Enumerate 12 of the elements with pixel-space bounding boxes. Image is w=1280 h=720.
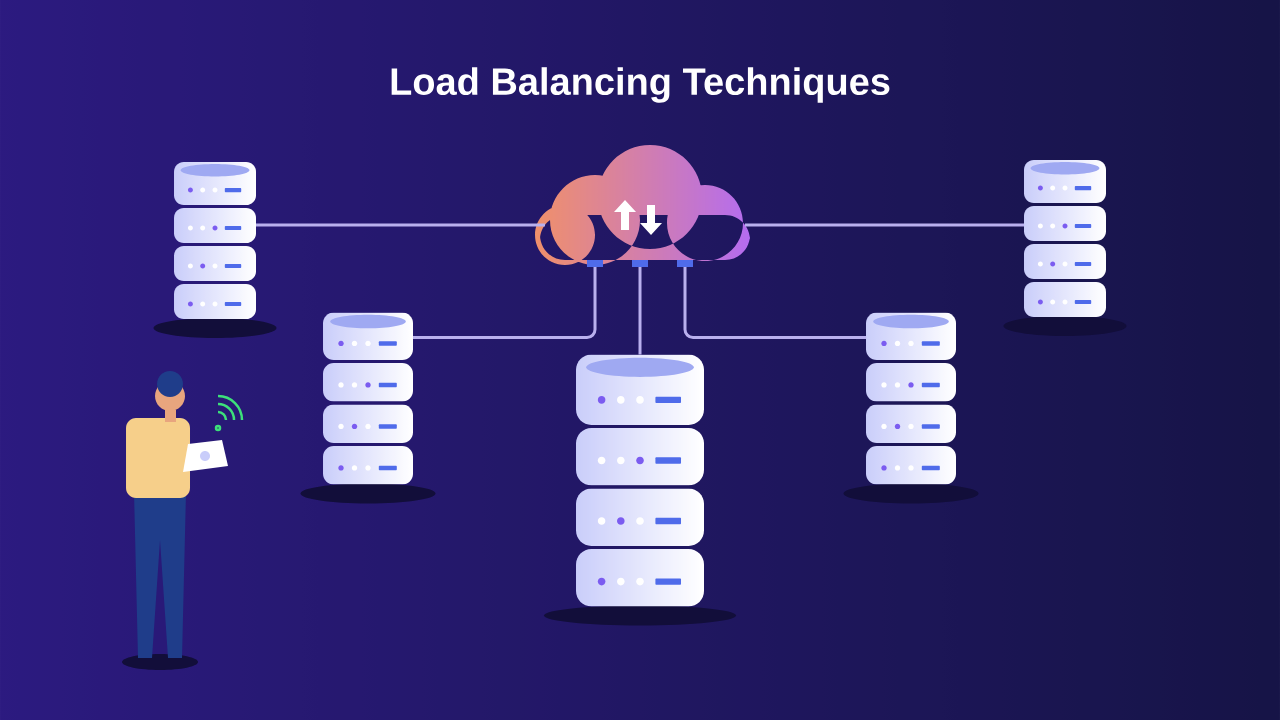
connector-line (745, 223, 1024, 227)
server-stack (153, 162, 277, 338)
server-stack (1003, 160, 1127, 336)
connector-line (638, 267, 642, 355)
title: Load Balancing Techniques (391, 67, 890, 103)
server-stack (544, 354, 736, 626)
connector-line (413, 267, 597, 339)
connector-line (256, 223, 545, 227)
cloud-icon (587, 200, 693, 267)
connector-line (683, 267, 866, 339)
server-stack (843, 312, 979, 504)
server-stack (300, 312, 436, 504)
